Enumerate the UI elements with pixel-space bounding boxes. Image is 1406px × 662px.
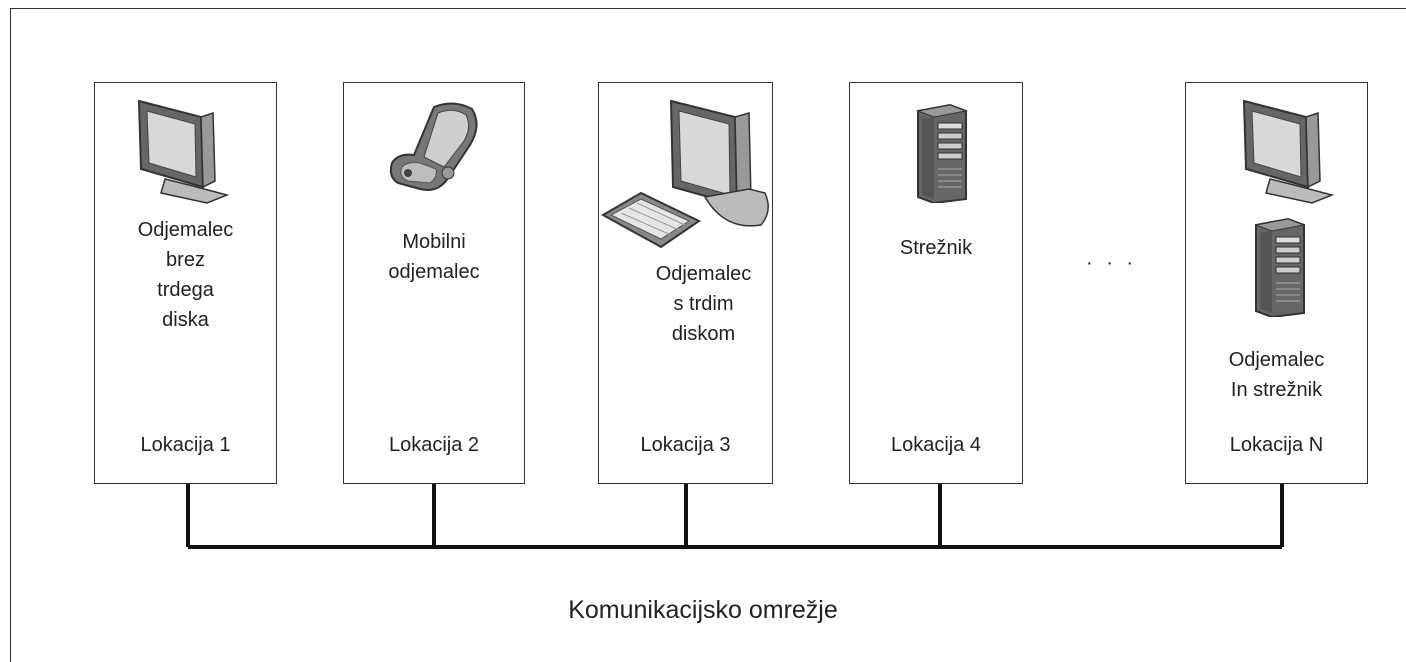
- location-box-3: Odjemalec s trdim diskom Lokacija 3: [598, 82, 773, 484]
- server-tower-icon: [914, 103, 970, 208]
- location-label-n: Lokacija N: [1229, 434, 1324, 456]
- client-label-n: Odjemalec In strežnik: [1228, 349, 1325, 401]
- server-tower-icon: [1252, 217, 1308, 322]
- location-box-4: Strežnik Lokacija 4: [849, 82, 1023, 484]
- mobile-phone-icon: [384, 97, 484, 202]
- network-label: Komunikacijsko omrežje: [568, 596, 838, 624]
- location-label-3: Lokacija 3: [640, 434, 731, 456]
- monitor-icon: [665, 93, 775, 238]
- location-label-2: Lokacija 2: [388, 434, 480, 456]
- location-label-4: Lokacija 4: [890, 434, 982, 456]
- monitor-icon: [131, 95, 231, 210]
- monitor-icon: [1236, 95, 1336, 210]
- client-label-4: Strežnik: [899, 237, 973, 259]
- client-label-1: Odjemalec brez trdega diska: [137, 219, 234, 331]
- more-locations-ellipsis: · · ·: [1086, 252, 1138, 274]
- client-label-2: Mobilni odjemalec: [388, 231, 480, 283]
- location-box-n: Odjemalec In strežnik Lokacija N: [1185, 82, 1368, 484]
- diagram-frame: [10, 8, 1406, 662]
- client-label-3: Odjemalec s trdim diskom: [655, 263, 752, 345]
- location-box-2: Mobilni odjemalec Lokacija 2: [343, 82, 525, 484]
- keyboard-icon: [600, 191, 701, 256]
- location-box-1: Odjemalec brez trdega diska Lokacija 1: [94, 82, 277, 484]
- location-label-1: Lokacija 1: [140, 434, 231, 456]
